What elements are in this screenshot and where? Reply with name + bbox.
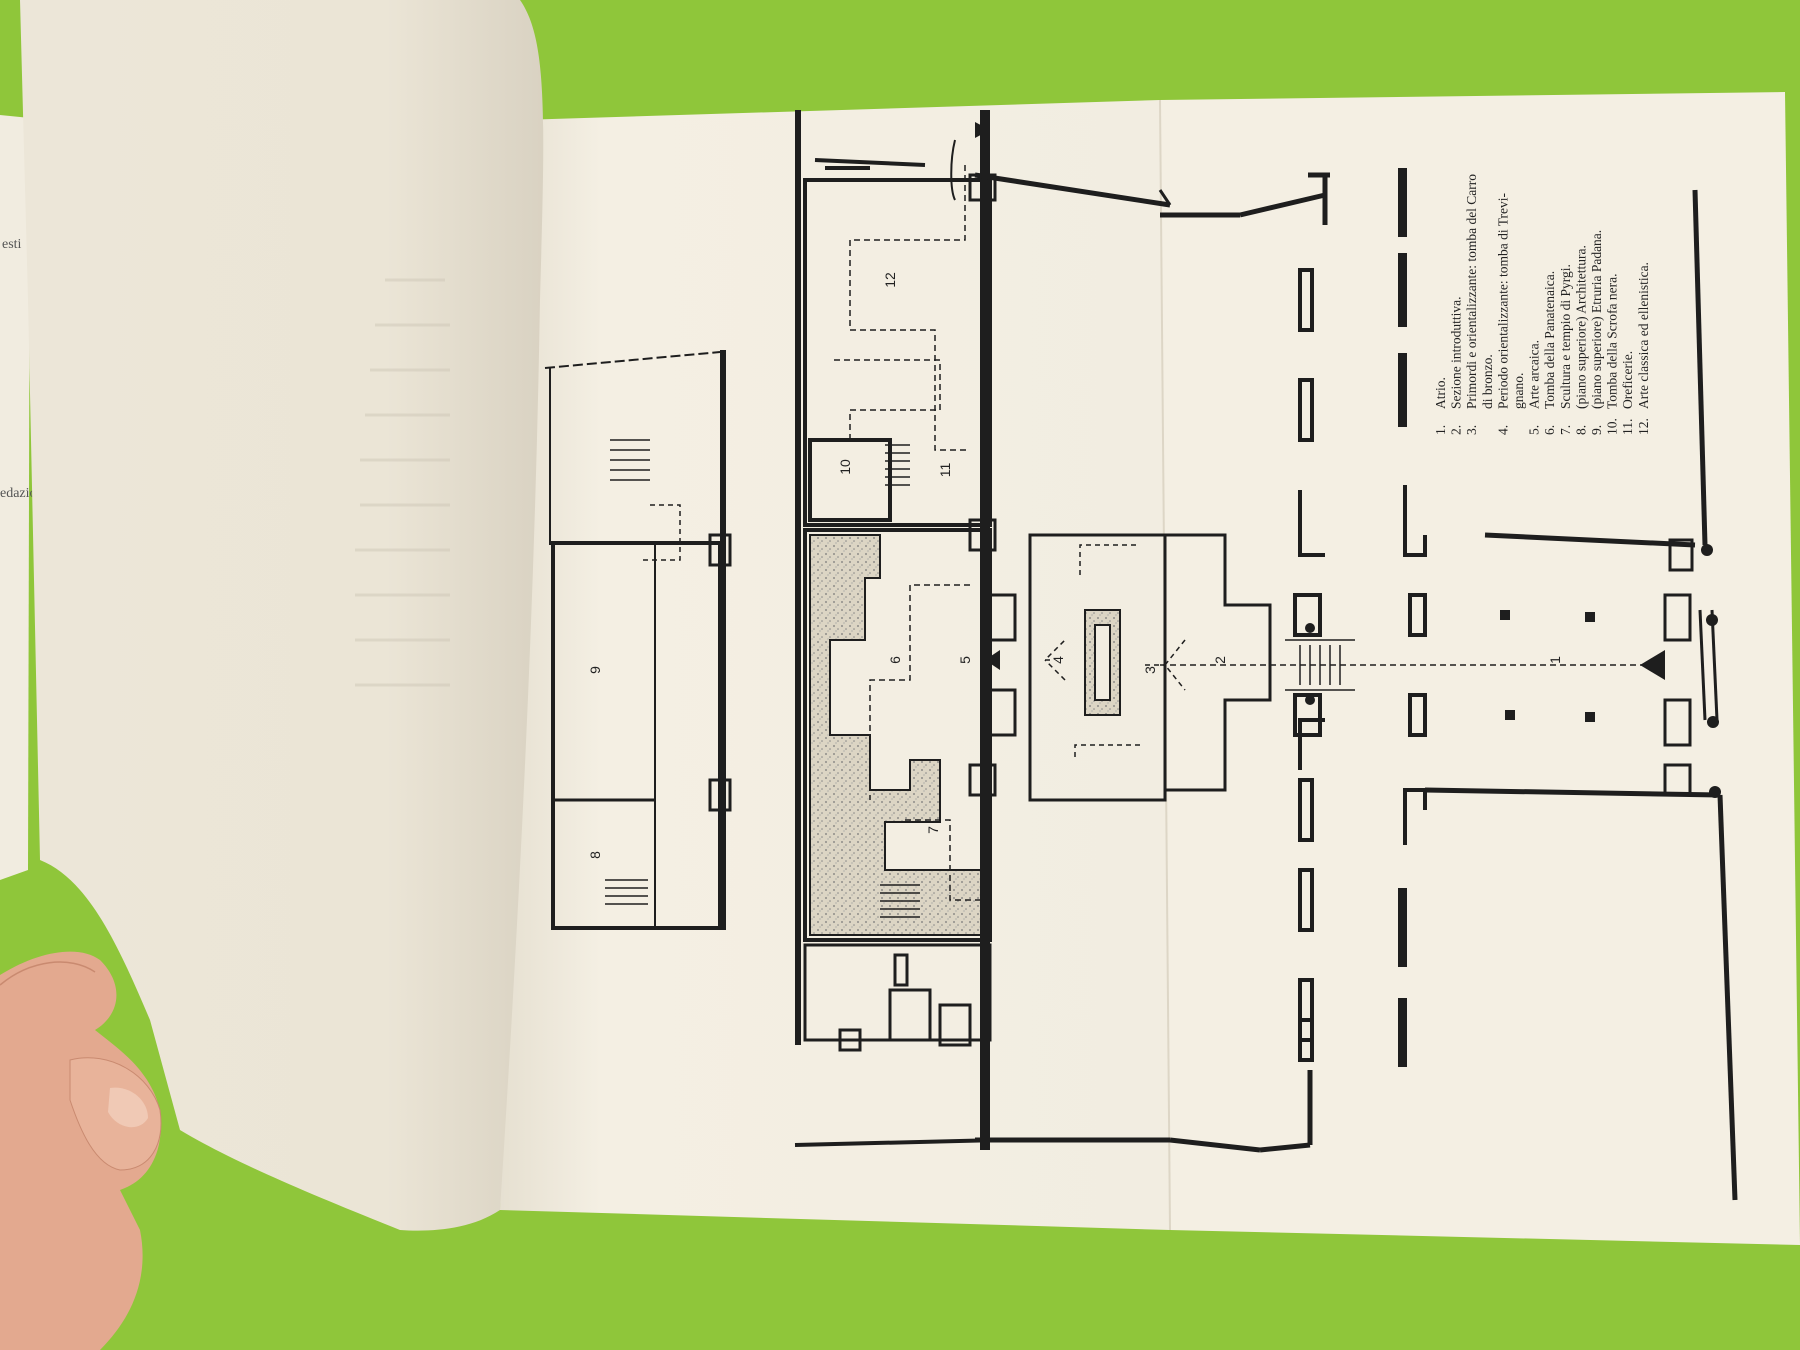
legend-item-number: 1. bbox=[1433, 425, 1448, 435]
room-label-9: 9 bbox=[587, 666, 603, 674]
legend-item-text: di bronzo. bbox=[1480, 354, 1495, 409]
colonnade bbox=[1293, 168, 1427, 1067]
room-label-11: 11 bbox=[937, 463, 953, 478]
upper-floor-plan: 9 8 bbox=[544, 350, 732, 930]
legend-item-text: Oreficerie. bbox=[1620, 351, 1635, 409]
legend-item-text: Atrio. bbox=[1433, 377, 1448, 409]
legend-item-text: (piano superiore) Etruria Padana. bbox=[1589, 230, 1604, 409]
central-section: 4 3 2 1 bbox=[974, 172, 1665, 1153]
legend-item-number: 7. bbox=[1558, 425, 1573, 435]
legend-item-text: Arte arcaica. bbox=[1527, 340, 1542, 409]
legend-item-text: gnano. bbox=[1511, 373, 1526, 409]
room-label-2: 2 bbox=[1212, 656, 1228, 664]
left-wing: 12 10 11 6 5 7 bbox=[803, 110, 1017, 1150]
room-label-6: 6 bbox=[887, 656, 903, 664]
legend-item-text: Scultura e tempio di Pyrgi. bbox=[1558, 264, 1573, 409]
room-label-4: 4 bbox=[1050, 656, 1066, 664]
room-label-10: 10 bbox=[837, 459, 853, 475]
legend-item-number: 4. bbox=[1495, 425, 1510, 435]
room-label-5: 5 bbox=[957, 656, 973, 664]
room-label-7: 7 bbox=[925, 826, 941, 834]
legend-item-number: 12. bbox=[1636, 418, 1651, 435]
legend-item-number: 8. bbox=[1573, 425, 1588, 435]
legend-item-number: 10. bbox=[1605, 418, 1620, 435]
room-label-3: 3 bbox=[1142, 666, 1158, 674]
legend-item-number: 9. bbox=[1589, 425, 1604, 435]
legend-item-text: Tomba della Scrofa nera. bbox=[1605, 274, 1620, 410]
legend-item-text: Arte classica ed ellenistica. bbox=[1636, 262, 1651, 409]
legend-item-text: Sezione introduttiva. bbox=[1449, 297, 1464, 409]
right-page bbox=[500, 92, 1800, 1245]
floor-plan: 9 8 bbox=[544, 110, 1738, 1201]
left-page-fragment-1: esti bbox=[2, 237, 22, 252]
legend-item-text: Primordi e orientalizzante: tomba del Ca… bbox=[1464, 174, 1479, 409]
room-label-12: 12 bbox=[882, 272, 898, 288]
atrium bbox=[1305, 189, 1738, 1201]
room-label-8: 8 bbox=[587, 851, 603, 859]
legend-item-text: (piano superiore) Architettura. bbox=[1573, 245, 1588, 409]
legend-item-number: 6. bbox=[1542, 425, 1557, 435]
legend-item-text: Tomba della Panatenaica. bbox=[1542, 271, 1557, 409]
room-label-1: 1 bbox=[1547, 656, 1563, 664]
legend-item-number: 3. bbox=[1464, 425, 1479, 435]
legend-item-text: Periodo orientalizzante: tomba di Trevi- bbox=[1495, 193, 1510, 409]
curled-page bbox=[20, 0, 544, 1231]
legend-item-number: 5. bbox=[1527, 425, 1542, 435]
legend-item-number: 11. bbox=[1620, 419, 1635, 435]
hand bbox=[0, 951, 162, 1350]
legend: 1. Atrio. 2. Sezione introduttiva. 3. Primord… bbox=[1433, 174, 1651, 435]
legend-item-number: 2. bbox=[1449, 425, 1464, 435]
